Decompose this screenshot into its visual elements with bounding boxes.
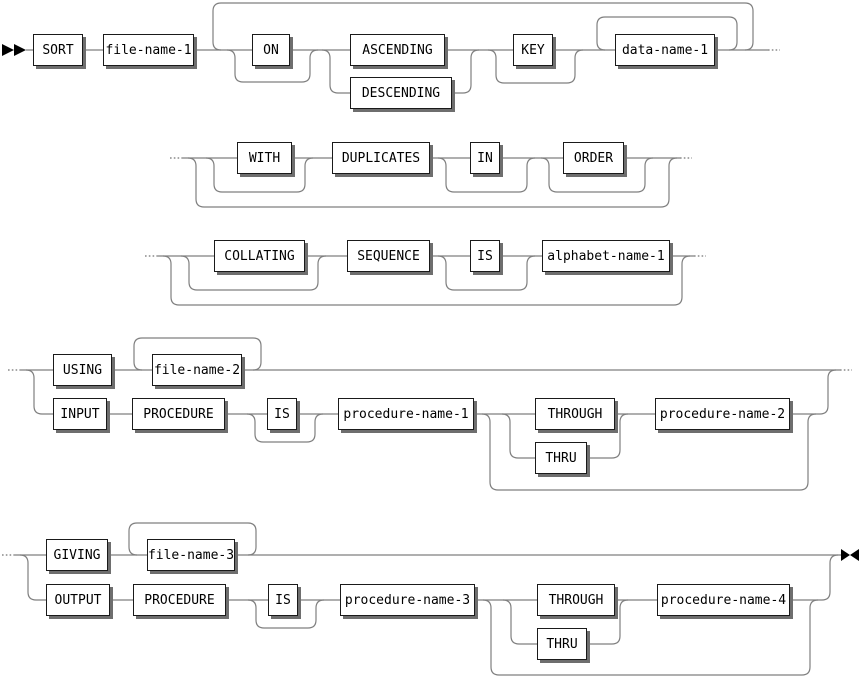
is-bypass-line [247, 599, 325, 629]
node-giving: GIVING [46, 539, 108, 571]
node-alphabet-name-1: alphabet-name-1 [542, 240, 670, 272]
start-arrow-icon [14, 44, 26, 56]
input-branch-split [25, 369, 53, 415]
node-file-name-2: file-name-2 [152, 354, 242, 386]
node-is-collating: IS [470, 240, 500, 272]
data-name-1-repeat-loop [596, 16, 738, 51]
node-procedure-name-1: procedure-name-1 [338, 398, 474, 430]
row5-connectors [2, 522, 859, 676]
node-data-name-1: data-name-1 [615, 34, 715, 66]
collating-bypass-line [180, 255, 327, 291]
is-bypass-line [437, 255, 536, 291]
row1-repeat-loop [212, 2, 754, 51]
node-file-name-3: file-name-3 [147, 539, 235, 571]
in-bypass-line [437, 157, 536, 193]
thru-branch-merge [587, 599, 629, 645]
row2-connectors [170, 157, 692, 208]
node-collating: COLLATING [214, 240, 305, 272]
row3-connectors [145, 255, 706, 306]
with-bypass-line [205, 157, 314, 193]
node-is-output: IS [268, 584, 298, 616]
node-output: OUTPUT [46, 584, 110, 616]
start-arrow-icon [2, 44, 14, 56]
key-bypass-line [487, 49, 584, 84]
input-branch-merge [819, 369, 837, 415]
node-with: WITH [237, 142, 292, 174]
node-through-output: THROUGH [537, 584, 615, 616]
node-input-procedure: PROCEDURE [132, 398, 225, 430]
node-thru-output: THRU [537, 628, 587, 660]
descending-branch-merge [452, 49, 480, 94]
node-is-input: IS [267, 398, 297, 430]
through-group-bypass [481, 413, 817, 491]
node-procedure-name-4: procedure-name-4 [657, 584, 790, 616]
node-procedure-name-2: procedure-name-2 [655, 398, 790, 430]
node-descending: DESCENDING [350, 77, 452, 109]
thru-branch-split [501, 413, 535, 459]
node-key: KEY [513, 34, 553, 66]
node-order: ORDER [563, 142, 624, 174]
on-bypass-line [226, 49, 319, 83]
node-sequence: SEQUENCE [347, 240, 430, 272]
order-bypass-line [540, 157, 654, 193]
file-name-2-repeat-loop [133, 337, 262, 371]
thru-branch-split [502, 599, 537, 645]
thru-branch-merge [587, 413, 629, 459]
row4-connectors [8, 337, 852, 491]
through-group-bypass [482, 599, 819, 676]
is-bypass-line [246, 413, 324, 443]
file-name-3-repeat-loop [128, 522, 257, 556]
node-input: INPUT [53, 398, 107, 430]
node-file-name-1: file-name-1 [103, 34, 194, 66]
node-duplicates: DUPLICATES [332, 142, 430, 174]
node-ascending: ASCENDING [350, 34, 445, 66]
node-using: USING [53, 354, 112, 386]
node-through-input: THROUGH [535, 398, 615, 430]
output-branch-split [19, 554, 46, 601]
duplicates-clause-bypass [187, 157, 678, 208]
descending-branch-split [321, 49, 350, 94]
node-thru-input: THRU [535, 442, 587, 474]
node-sort: SORT [33, 34, 83, 66]
row1-connectors [2, 2, 780, 94]
node-in: IN [470, 142, 500, 174]
end-arrow-icon [841, 549, 850, 561]
node-on: ON [252, 34, 290, 66]
collating-clause-bypass [162, 255, 691, 306]
output-branch-merge [821, 554, 839, 601]
node-output-procedure: PROCEDURE [133, 584, 226, 616]
end-arrow-icon [850, 549, 859, 561]
node-procedure-name-3: procedure-name-3 [340, 584, 475, 616]
